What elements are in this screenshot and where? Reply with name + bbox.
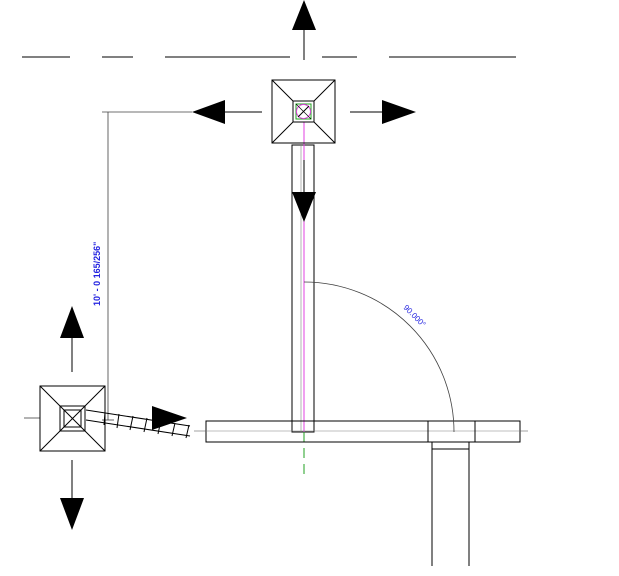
- bottom-left-column[interactable]: [24, 385, 106, 452]
- drag-arrow-right-brace[interactable]: [152, 406, 187, 430]
- top-column[interactable]: [271, 79, 336, 144]
- horizontal-wall[interactable]: [194, 420, 528, 443]
- drag-arrow-right[interactable]: [350, 100, 416, 124]
- angle-dimension[interactable]: 90.000°: [303, 281, 455, 433]
- length-dimension-label[interactable]: 10' - 0 165/256": [92, 242, 102, 306]
- angle-dimension-label[interactable]: 90.000°: [402, 303, 428, 329]
- drag-arrow-left[interactable]: [192, 100, 262, 124]
- vertical-wall[interactable]: [291, 144, 315, 433]
- drag-arrow-up[interactable]: [292, 0, 316, 60]
- drag-arrow-up-left-column[interactable]: [60, 306, 84, 372]
- drag-arrow-down[interactable]: [292, 160, 316, 222]
- drag-arrow-down-left-column[interactable]: [60, 460, 84, 530]
- lower-wall-stub[interactable]: [431, 442, 470, 566]
- length-dimension[interactable]: 10' - 0 165/256": [92, 111, 192, 421]
- brace-connector[interactable]: [85, 409, 191, 439]
